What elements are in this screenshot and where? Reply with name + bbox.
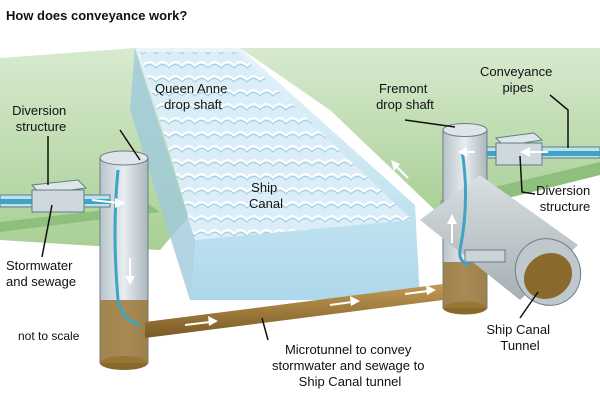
label-microtunnel: Microtunnel to convey stormwater and sew… [272, 342, 428, 389]
label-ship-canal: Ship Canal [249, 180, 283, 211]
tunnel-connector-pipe [464, 249, 506, 263]
label-queen-anne-drop-shaft: Queen Anne drop shaft [155, 81, 231, 112]
ship-canal-tunnel [420, 175, 582, 306]
flow-line-fremont [458, 149, 471, 267]
ship-canal-surface [140, 52, 412, 240]
queen-anne-drop-shaft [99, 150, 149, 370]
diagram-title: How does conveyance work? [6, 8, 187, 23]
label-conveyance-pipes: Conveyance pipes [480, 64, 556, 95]
diversion-structure-right [494, 132, 544, 166]
label-not-to-scale: not to scale [18, 329, 80, 343]
flow-arrows [91, 147, 548, 326]
label-diversion-structure-right: Diversion structure [536, 183, 594, 214]
ground-surface-right [240, 48, 600, 215]
microtunnel-pipe [145, 284, 443, 338]
label-fremont-drop-shaft: Fremont drop shaft [376, 81, 434, 112]
label-diversion-structure-left: Diversion structure [12, 103, 70, 134]
label-stormwater-and-sewage: Stormwater and sewage [6, 258, 76, 289]
leader-lines [41, 94, 569, 341]
label-ship-canal-tunnel: Ship Canal Tunnel [486, 322, 553, 353]
ship-canal-wall-left [130, 48, 195, 300]
diversion-structure-left [30, 179, 88, 213]
